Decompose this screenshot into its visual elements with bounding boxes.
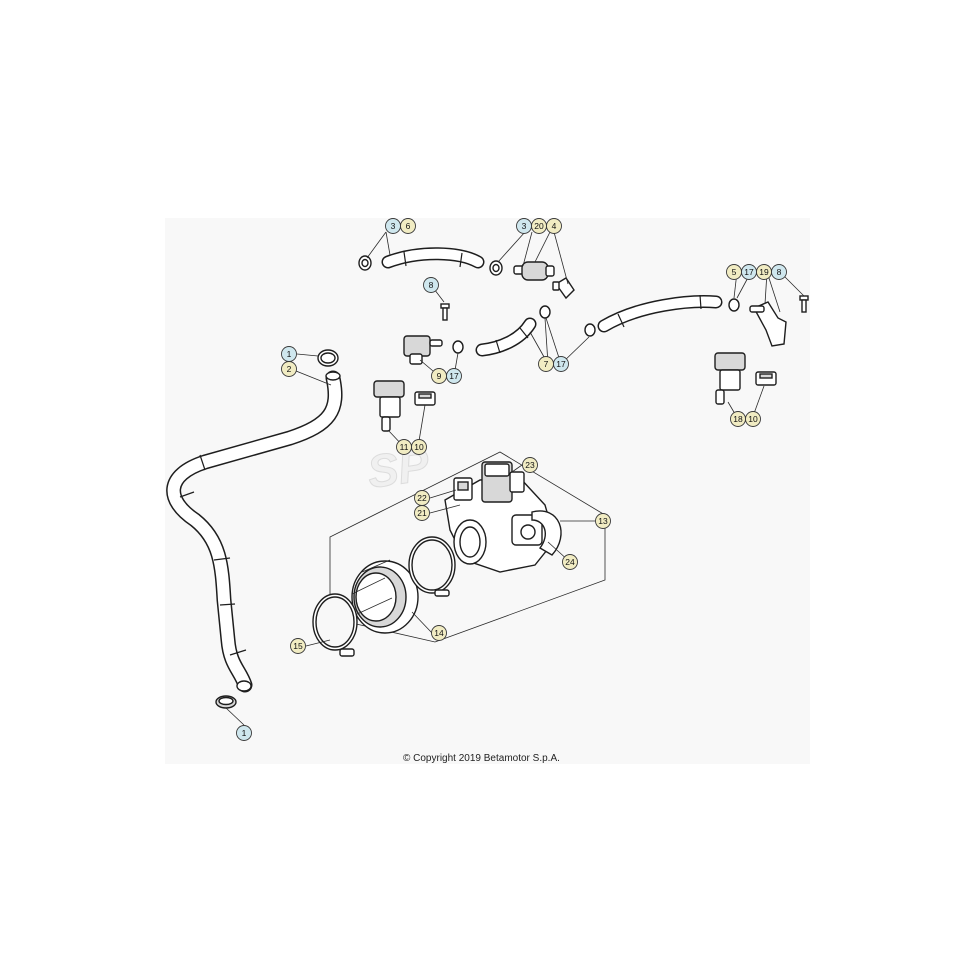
callout-17: 17 <box>553 356 569 372</box>
callout-8: 8 <box>423 277 439 293</box>
clamp-1-top <box>317 349 339 367</box>
callout-9: 9 <box>431 368 447 384</box>
callout-1: 1 <box>281 346 297 362</box>
callout-6: 6 <box>400 218 416 234</box>
svg-text:13: 13 <box>598 516 608 526</box>
throttle-body-13 <box>444 477 562 573</box>
svg-text:7: 7 <box>544 359 549 369</box>
callout-18: 18 <box>730 411 746 427</box>
fuel-rail-left <box>403 335 443 365</box>
callout-14: 14 <box>431 625 447 641</box>
callout-2: 2 <box>281 361 297 377</box>
svg-text:23: 23 <box>525 460 535 470</box>
svg-text:17: 17 <box>449 371 459 381</box>
clamp-1-bottom <box>215 695 237 709</box>
callout-23: 23 <box>522 457 538 473</box>
callout-5: 5 <box>726 264 742 280</box>
callout-8: 8 <box>771 264 787 280</box>
svg-text:3: 3 <box>391 221 396 231</box>
svg-text:17: 17 <box>744 267 754 277</box>
callout-1: 1 <box>236 725 252 741</box>
callout-3: 3 <box>385 218 401 234</box>
sensor-23 <box>481 461 525 503</box>
callout-4: 4 <box>546 218 562 234</box>
callout-3: 3 <box>516 218 532 234</box>
connector-10-right <box>755 371 777 386</box>
svg-text:5: 5 <box>732 267 737 277</box>
callout-17: 17 <box>741 264 757 280</box>
svg-text:24: 24 <box>565 557 575 567</box>
callout-20: 20 <box>531 218 547 234</box>
svg-text:21: 21 <box>417 508 427 518</box>
callout-22: 22 <box>414 490 430 506</box>
injector-11 <box>373 380 405 432</box>
callout-24: 24 <box>562 554 578 570</box>
svg-text:6: 6 <box>406 221 411 231</box>
svg-text:10: 10 <box>748 414 758 424</box>
svg-text:15: 15 <box>293 641 303 651</box>
svg-text:10: 10 <box>414 442 424 452</box>
svg-text:22: 22 <box>417 493 427 503</box>
callout-11: 11 <box>396 439 412 455</box>
callout-19: 19 <box>756 264 772 280</box>
connector-10-left <box>414 391 436 406</box>
clamp-boot-upper <box>408 536 456 597</box>
svg-text:1: 1 <box>242 728 247 738</box>
intake-boot-14 <box>351 559 419 634</box>
callout-17: 17 <box>446 368 462 384</box>
svg-text:9: 9 <box>437 371 442 381</box>
bolt-8-left <box>440 303 450 321</box>
svg-text:17: 17 <box>556 359 566 369</box>
callouts: 3 6 3 20 4 5 17 19 8 8 1 2 9 17 7 17 18 … <box>236 218 787 741</box>
callout-10: 10 <box>411 439 427 455</box>
svg-text:2: 2 <box>287 364 292 374</box>
svg-text:20: 20 <box>534 221 544 231</box>
svg-text:1: 1 <box>287 349 292 359</box>
svg-text:19: 19 <box>759 267 769 277</box>
sensor-22 <box>453 477 473 501</box>
hose-7 <box>452 305 596 357</box>
svg-text:18: 18 <box>733 414 743 424</box>
injector-18 <box>714 352 746 405</box>
svg-text:8: 8 <box>777 267 782 277</box>
callout-7: 7 <box>538 356 554 372</box>
hose-7-right <box>597 294 740 333</box>
svg-text:3: 3 <box>522 221 527 231</box>
hose-6 <box>358 247 503 276</box>
hose-2 <box>166 370 343 693</box>
callout-15: 15 <box>290 638 306 654</box>
svg-text:8: 8 <box>429 280 434 290</box>
clamp-15 <box>312 593 358 657</box>
copyright-text: © Copyright 2019 Betamotor S.p.A. <box>403 753 560 764</box>
fuel-rail-right <box>749 301 787 347</box>
elbow-4 <box>552 277 575 300</box>
svg-text:4: 4 <box>552 221 557 231</box>
callout-13: 13 <box>595 513 611 529</box>
callout-21: 21 <box>414 505 430 521</box>
callout-10: 10 <box>745 411 761 427</box>
svg-text:11: 11 <box>400 442 409 452</box>
svg-text:14: 14 <box>434 628 444 638</box>
